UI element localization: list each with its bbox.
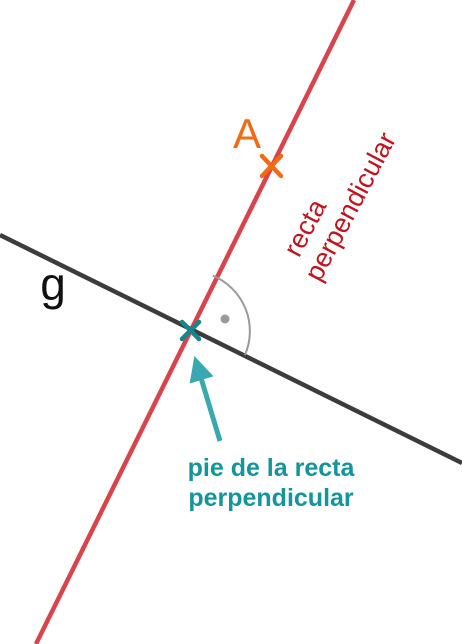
point-a-label: A: [233, 110, 261, 157]
perpendicular-line: [33, 0, 357, 644]
line-g-label: g: [40, 258, 66, 310]
foot-label-2: perpendicular: [188, 484, 354, 512]
line-g: [0, 232, 462, 466]
right-angle-arc-icon: [212, 274, 251, 356]
foot-marker-icon: [179, 319, 202, 342]
right-angle-dot-icon: [220, 314, 230, 324]
point-a-marker-icon: [259, 153, 284, 179]
foot-label-1: pie de la recta: [188, 454, 356, 482]
foot-arrow-icon: [189, 356, 223, 442]
